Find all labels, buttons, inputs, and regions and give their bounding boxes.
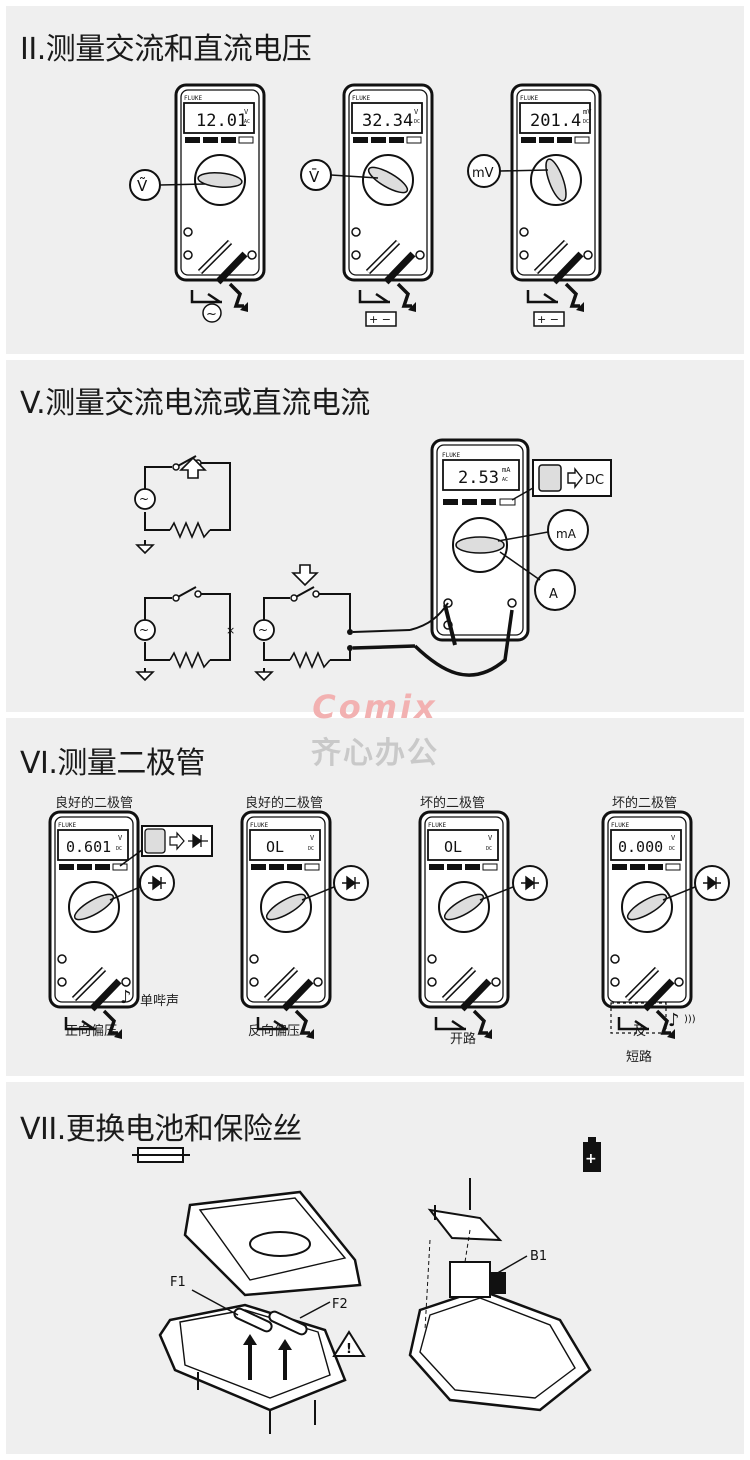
section-title: VII.更换电池和保险丝 [20, 1112, 302, 1147]
section-title: II.测量交流和直流电压 [20, 32, 312, 67]
svg-text:V: V [414, 108, 419, 116]
section-battery-fuse: VII.更换电池和保险丝 [6, 1082, 744, 1454]
svg-text:V: V [310, 834, 315, 842]
svg-text:AC: AC [244, 119, 250, 125]
dc-volt-symbol: V̄ [309, 167, 320, 186]
meter1-reading: 12.01 [196, 111, 247, 131]
svg-text:V: V [118, 834, 123, 842]
svg-text:DC: DC [669, 846, 675, 852]
diode-reading-3: OL [444, 838, 462, 856]
svg-text:DC: DC [308, 846, 314, 852]
battery-label-b1: B1 [530, 1249, 547, 1264]
svg-text:mA: mA [502, 466, 511, 474]
svg-text:V: V [488, 834, 493, 842]
section-title: V.测量交流电流或直流电流 [20, 386, 370, 421]
diode-heading-1: 良好的二极管 [55, 796, 134, 811]
svg-text:DC: DC [583, 119, 589, 125]
current-reading: 2.53 [458, 468, 499, 488]
diode-beep-label: 单哔声 [140, 994, 180, 1009]
svg-text:DC: DC [486, 846, 492, 852]
svg-text:DC: DC [414, 119, 420, 125]
svg-text:AC: AC [502, 477, 508, 483]
svg-text:~: ~ [258, 623, 268, 637]
meter3-reading: 201.4 [530, 111, 581, 131]
svg-text:~: ~ [139, 492, 149, 506]
diode-heading-2: 良好的二极管 [245, 796, 324, 811]
amp-symbol: A [549, 587, 558, 602]
svg-text:×: × [226, 624, 235, 637]
diode-caption-4: 短路 [626, 1050, 653, 1065]
svg-text:♪: ♪ [120, 987, 132, 1008]
svg-text:))): ))) [684, 1014, 696, 1025]
diode-heading-4: 坏的二极管 [612, 796, 678, 811]
svg-text:!: ! [346, 1342, 352, 1357]
svg-text:~: ~ [139, 623, 149, 637]
ac-source-symbol: ~ [206, 307, 217, 322]
diode-reading-1: 0.601 [66, 838, 111, 856]
svg-text:V: V [671, 834, 676, 842]
watermark-text: 齐心办公 [311, 736, 439, 771]
battery-symbol-1: + − [369, 313, 391, 326]
mv-symbol: mV [472, 166, 494, 181]
ma-symbol: mA [556, 527, 577, 541]
svg-text:♪: ♪ [668, 1010, 680, 1031]
svg-text:mV: mV [583, 108, 592, 116]
svg-text:DC: DC [116, 846, 122, 852]
watermark-logo: Comix [312, 688, 438, 726]
svg-text:+: + [585, 1151, 597, 1167]
battery-symbol-2: + − [537, 313, 559, 326]
diode-heading-3: 坏的二极管 [420, 796, 486, 811]
meter2-reading: 32.34 [362, 111, 413, 131]
ac-volt-symbol: Ṽ [137, 176, 148, 195]
fuse-label-f2: F2 [332, 1297, 348, 1312]
diode-reading-4: 0.000 [618, 838, 663, 856]
section-current: V.测量交流电流或直流电流 [6, 360, 744, 712]
section-title: VI.测量二极管 [20, 746, 205, 781]
diode-caption-3: 开路 [450, 1032, 477, 1047]
svg-text:FLUKE: FLUKE [442, 452, 460, 459]
diode-reading-2: OL [266, 838, 284, 856]
svg-text:V: V [244, 108, 249, 116]
fuse-label-f1: F1 [170, 1275, 186, 1290]
dc-button-hint: DC [585, 473, 604, 488]
